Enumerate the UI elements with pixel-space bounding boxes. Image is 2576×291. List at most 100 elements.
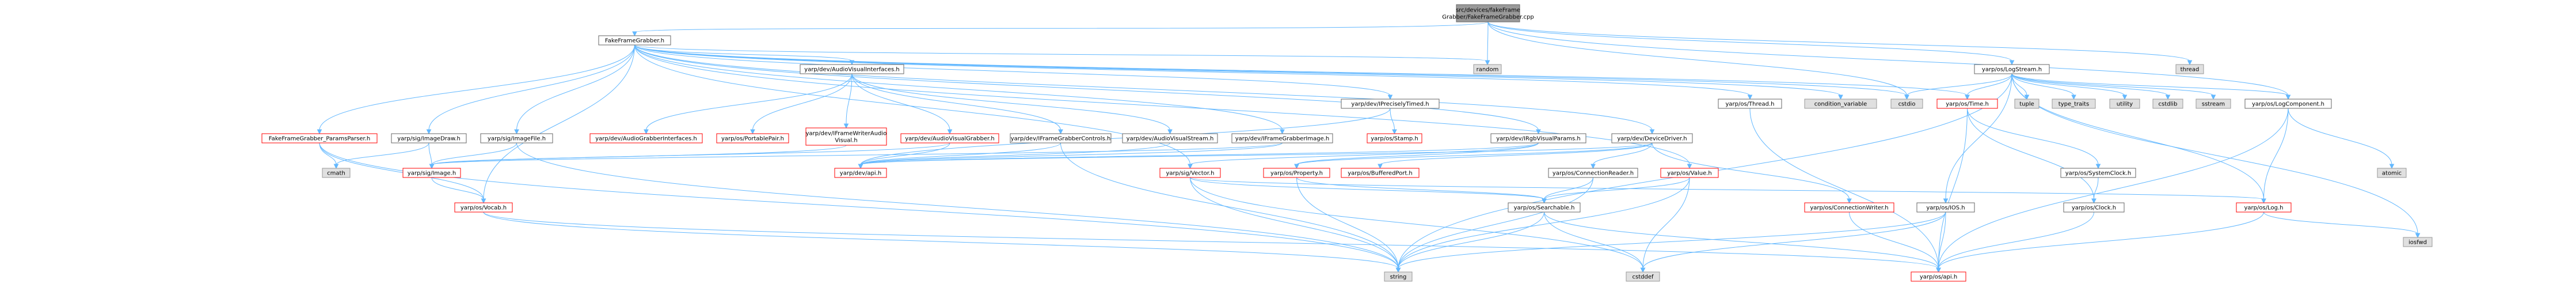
edge-irgbvisualparams-to-dev_api (858, 142, 1539, 169)
node-label: yarp/os/ConnectionWriter.h (1810, 205, 1888, 211)
edge-iframegrabbercontrols-to-dev_api (858, 142, 1061, 169)
node-label: cstddef (1633, 274, 1654, 281)
edge-imagefile-to-string (516, 142, 1401, 273)
node-logcomponent[interactable]: yarp/os/LogComponent.h (2244, 99, 2332, 109)
node-connectionreader[interactable]: yarp/os/ConnectionReader.h (1548, 168, 1638, 178)
node-label: yarp/os/IOS.h (1926, 205, 1965, 211)
node-box (1384, 271, 1413, 282)
node-audiograbberinterfaces[interactable]: yarp/dev/AudioGrabberInterfaces.h (589, 133, 703, 143)
node-box (1473, 64, 1502, 74)
node-sig-vector[interactable]: yarp/sig/Vector.h (1159, 168, 1221, 178)
node-searchable[interactable]: yarp/os/Searchable.h (1508, 202, 1581, 213)
node-imagefile[interactable]: yarp/sig/ImageFile.h (480, 133, 553, 143)
node-root[interactable]: src/devices/fakeFrameGrabber/FakeFrameGr… (1442, 4, 1534, 22)
node-sstream: sstream (2196, 99, 2231, 109)
edge-audiovisualinterfaces-to-audiovisualstream (851, 73, 1173, 135)
node-box (589, 133, 703, 143)
edge-yarp_os_logstream-to-os_time (1965, 73, 2012, 100)
node-os-api[interactable]: yarp/os/api.h (1911, 271, 1966, 282)
node-yarp-os-logstream[interactable]: yarp/os/LogStream.h (1974, 64, 2050, 74)
node-label: atomic (2382, 171, 2402, 177)
node-box (1341, 99, 1440, 109)
edge-os_ios-to-os_api (1936, 211, 1946, 273)
node-sig-image[interactable]: yarp/sig/Image.h (402, 168, 461, 178)
edge-os_clock-to-os_api (1936, 211, 2094, 273)
edge-root-to-logcomponent (1487, 21, 2291, 100)
node-box (834, 168, 887, 178)
edge-ipreciselytimed-to-stamp (1390, 108, 1397, 135)
node-box (1890, 99, 1923, 109)
node-ffg-h[interactable]: FakeFrameGrabber.h (598, 35, 671, 46)
node-box (480, 133, 553, 143)
node-thread: thread (2175, 64, 2204, 74)
node-label: yarp/os/Clock.h (2072, 205, 2116, 211)
node-cstddef: cstddef (1626, 271, 1660, 282)
edge-ffg_h-to-params_parser (317, 44, 635, 135)
edges-layer (317, 21, 2421, 273)
edge-ffg_h-to-imagedraw (426, 44, 635, 135)
node-audiovisualstream[interactable]: yarp/dev/AudioVisualStream.h (1122, 133, 1218, 143)
node-ipreciselytimed[interactable]: yarp/dev/IPreciselyTimed.h (1341, 99, 1440, 109)
node-os-time[interactable]: yarp/os/Time.h (1936, 99, 1998, 109)
node-os-log[interactable]: yarp/os/Log.h (2236, 202, 2292, 213)
node-utility: utility (2109, 99, 2140, 109)
node-os-clock[interactable]: yarp/os/Clock.h (2063, 202, 2125, 213)
edge-os_value-to-searchable (1542, 177, 1690, 204)
node-box (900, 133, 999, 143)
edge-devicedriver-to-bufferedport (1378, 142, 1653, 169)
edge-os_value-to-cstddef (1640, 177, 1690, 273)
node-box (2063, 202, 2125, 213)
node-box (2152, 99, 2183, 109)
node-irgbvisualparams[interactable]: yarp/dev/IRgbVisualParams.h (1490, 133, 1586, 143)
node-label: FakeFrameGrabber.h (605, 38, 664, 44)
node-box (1508, 202, 1581, 213)
node-dev-api[interactable]: yarp/dev/api.h (834, 168, 887, 178)
node-label: cstdio (1898, 101, 1916, 108)
edge-os_vocab-to-os_api (483, 211, 1941, 273)
edge-sig_image-to-os_vocab (431, 177, 486, 204)
node-os-value[interactable]: yarp/os/Value.h (1660, 168, 1719, 178)
node-os-property[interactable]: yarp/os/Property.h (1263, 168, 1330, 178)
node-cstdio: cstdio (1890, 99, 1923, 109)
node-cstdlib: cstdlib (2152, 99, 2183, 109)
node-params-parser[interactable]: FakeFrameGrabber_ParamsParser.h (261, 133, 378, 143)
node-os-ios[interactable]: yarp/os/IOS.h (1916, 202, 1975, 213)
node-random: random (1473, 64, 1502, 74)
node-label: yarp/os/Thread.h (1725, 101, 1774, 108)
node-condition-variable: condition_variable (1804, 99, 1877, 109)
node-stamp[interactable]: yarp/os/Stamp.h (1367, 133, 1422, 143)
node-label: yarp/os/Vocab.h (461, 205, 507, 211)
node-os-thread[interactable]: yarp/os/Thread.h (1718, 99, 1782, 109)
edge-yarp_os_logstream-to-cstdlib (2011, 73, 2171, 100)
node-label: random (1477, 67, 1499, 73)
edge-root-to-thread (1487, 21, 2193, 66)
node-bufferedport[interactable]: yarp/os/BufferedPort.h (1341, 168, 1420, 178)
edge-sig_vector-to-cstddef (1190, 177, 1646, 273)
edge-os_ios-to-string (1395, 211, 1946, 273)
node-iosfwd: iosfwd (2403, 237, 2433, 247)
node-audiovisualinterfaces[interactable]: yarp/dev/AudioVisualInterfaces.h (800, 64, 904, 74)
node-imagedraw[interactable]: yarp/sig/ImageDraw.h (391, 133, 467, 143)
node-label: string (1390, 274, 1407, 281)
edge-audiovisualstream-to-dev_api (858, 142, 1170, 169)
node-label: iosfwd (2408, 240, 2427, 246)
nodes-layer: src/devices/fakeFrameGrabber/FakeFrameGr… (261, 4, 2433, 282)
node-portablepair[interactable]: yarp/os/PortablePair.h (716, 133, 789, 143)
edge-yarp_os_logstream-to-type_traits (2011, 73, 2076, 100)
node-audiovisualgrabber[interactable]: yarp/dev/AudioVisualGrabber.h (900, 133, 999, 143)
edge-audiovisualinterfaces-to-audiograbberinterfaces (644, 73, 853, 135)
node-box (598, 35, 671, 46)
node-label: yarp/os/PortablePair.h (721, 136, 784, 142)
node-connectionwriter[interactable]: yarp/os/ConnectionWriter.h (1804, 202, 1894, 213)
edge-searchable-to-string (1395, 211, 1544, 273)
edge-searchable-to-os_api (1544, 211, 1941, 273)
node-label: yarp/dev/IFrameGrabberControls.h (1011, 136, 1111, 142)
node-box (261, 133, 378, 143)
node-systemclock[interactable]: yarp/os/SystemClock.h (2060, 168, 2136, 178)
node-devicedriver[interactable]: yarp/dev/DeviceDriver.h (1611, 133, 1693, 143)
node-os-vocab[interactable]: yarp/os/Vocab.h (454, 202, 513, 213)
node-iframegrabbercontrols[interactable]: yarp/dev/IFrameGrabberControls.h (1010, 133, 1112, 143)
node-iframegrabberimage[interactable]: yarp/dev/IFrameGrabberImage.h (1231, 133, 1333, 143)
